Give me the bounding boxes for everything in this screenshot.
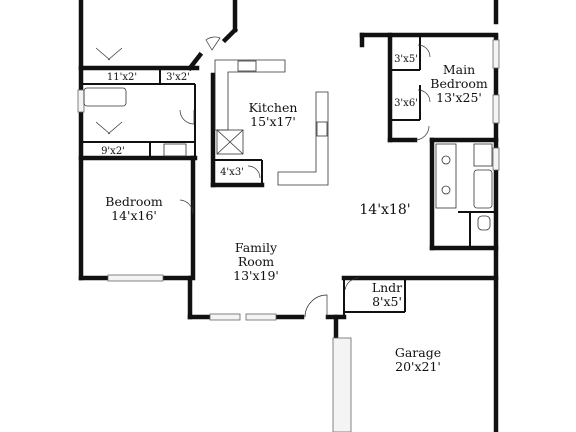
garage-name: Garage	[395, 345, 441, 360]
family-room-name-1: Family	[235, 240, 278, 255]
kitchen-sink	[237, 60, 257, 72]
dining-size: 14'x18'	[359, 202, 410, 218]
window-bath-main	[492, 147, 500, 171]
doors	[95, 36, 431, 318]
closet-3x6-size: 3'x6'	[394, 98, 418, 109]
closet-11x2-size: 11'x2'	[107, 72, 137, 83]
windows	[77, 39, 500, 432]
window-main-1	[492, 39, 500, 69]
main-bedroom-name-2: Bedroom	[430, 76, 488, 91]
closet-9x2-size: 9'x2'	[101, 146, 125, 157]
shower	[473, 143, 493, 167]
window-bedroom	[107, 274, 164, 282]
stove	[316, 121, 328, 137]
kitchen-size: 15'x17'	[250, 114, 296, 129]
bathtub	[83, 87, 127, 107]
vanity	[435, 143, 457, 209]
bedroom-name: Bedroom	[105, 194, 163, 209]
kitchen-counter	[214, 59, 286, 131]
garage-size: 20'x21'	[395, 359, 441, 374]
toilet	[477, 215, 491, 231]
bedroom-size: 14'x16'	[111, 208, 157, 223]
window-bath	[77, 89, 85, 113]
window-main-2	[492, 94, 500, 124]
fixtures	[83, 59, 496, 248]
window-family-2	[245, 313, 277, 321]
labels: 11'x2' 3'x2' Kitchen 15'x17' 4'x3' 9'x2'…	[101, 54, 488, 374]
kitchen-island	[277, 91, 329, 186]
family-room-size: 13'x19'	[233, 268, 279, 283]
family-room-name-2: Room	[238, 254, 274, 269]
walls	[78, 0, 499, 432]
window-family-1	[209, 313, 241, 321]
sink	[163, 143, 187, 157]
pantry-shelf	[216, 129, 244, 155]
garage-door	[332, 337, 352, 432]
pantry-size: 4'x3'	[220, 167, 244, 178]
laundry-name: Lndr	[372, 280, 402, 295]
closet-3x5-size: 3'x5'	[394, 54, 418, 65]
kitchen-name: Kitchen	[249, 100, 298, 115]
closet-3x2-size: 3'x2'	[166, 72, 190, 83]
laundry-size: 8'x5'	[372, 294, 402, 309]
main-bathtub	[473, 169, 493, 209]
main-bedroom-size: 13'x25'	[436, 90, 482, 105]
main-bedroom-name-1: Main	[443, 62, 475, 77]
